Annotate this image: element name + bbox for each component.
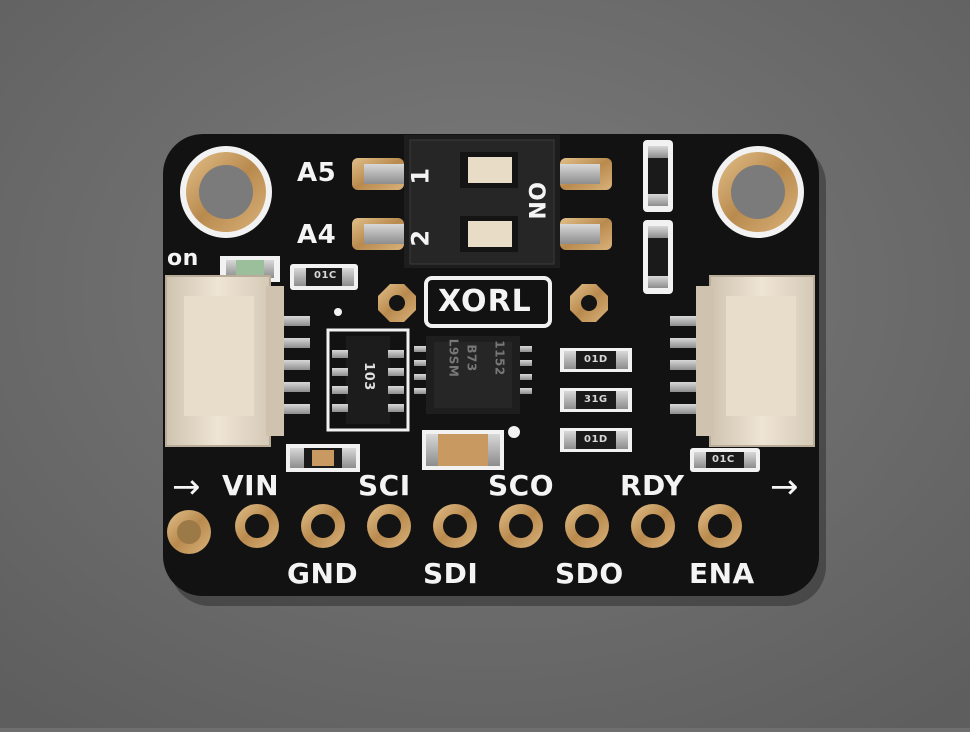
resistor-code-r4: 31G bbox=[584, 394, 608, 405]
pin1-dot bbox=[334, 308, 342, 316]
pin-label-sdo: SDO bbox=[555, 557, 624, 590]
resistor-r3 bbox=[560, 348, 632, 372]
address-label-a4: A4 bbox=[297, 220, 337, 250]
logo-box bbox=[424, 276, 552, 328]
fiducial-dot bbox=[508, 426, 520, 438]
main-ic-chip bbox=[414, 336, 532, 414]
arrow-right-icon: → bbox=[770, 467, 799, 507]
resistor-r2 bbox=[643, 220, 673, 294]
resistor-top-left bbox=[290, 264, 358, 290]
resistor-code-bottom: 01C bbox=[712, 454, 735, 465]
resistor-network bbox=[326, 328, 410, 432]
ic-marking-1: L9SM bbox=[446, 338, 461, 378]
resistor-r1 bbox=[643, 140, 673, 212]
pin-label-rdy: RDY bbox=[620, 469, 685, 502]
pin-label-gnd: GND bbox=[287, 557, 359, 590]
via-pad-right bbox=[570, 284, 608, 322]
resistor-code-r3: 01D bbox=[584, 354, 608, 365]
pin-label-vin: VIN bbox=[222, 469, 280, 502]
resistor-bottom-right bbox=[690, 448, 760, 472]
logo-text: XORL bbox=[438, 284, 532, 319]
status-led-label: on bbox=[167, 246, 199, 271]
pin-label-ena: ENA bbox=[689, 557, 755, 590]
header-pads bbox=[167, 504, 742, 554]
resistor-code-r5: 01D bbox=[584, 434, 608, 445]
resistor-network-label: 103 bbox=[360, 362, 376, 391]
mounting-hole-right bbox=[712, 146, 804, 238]
ic-marking-2: B73 bbox=[464, 344, 479, 372]
switch-on-label: ON bbox=[523, 181, 549, 221]
address-label-a5: A5 bbox=[297, 158, 337, 188]
stemma-connector-left bbox=[165, 275, 310, 447]
resistor-r5 bbox=[560, 428, 632, 452]
mounting-hole-left bbox=[180, 146, 272, 238]
switch-position-1: 1 bbox=[406, 167, 435, 185]
stemma-connector-right bbox=[670, 275, 815, 447]
via-pad-left bbox=[378, 284, 416, 322]
ic-marking-3: 1152 bbox=[492, 340, 507, 376]
resistor-code-top: 01C bbox=[314, 270, 337, 281]
dip-switch bbox=[352, 135, 612, 268]
pin-label-sci: SCI bbox=[358, 469, 411, 502]
switch-position-2: 2 bbox=[406, 229, 435, 247]
arrow-left-icon: → bbox=[172, 467, 201, 507]
capacitor-center bbox=[422, 430, 504, 470]
resistor-r4 bbox=[560, 388, 632, 412]
pin-label-sco: SCO bbox=[488, 469, 555, 502]
pin-label-sdi: SDI bbox=[423, 557, 479, 590]
capacitor-left bbox=[286, 444, 360, 472]
